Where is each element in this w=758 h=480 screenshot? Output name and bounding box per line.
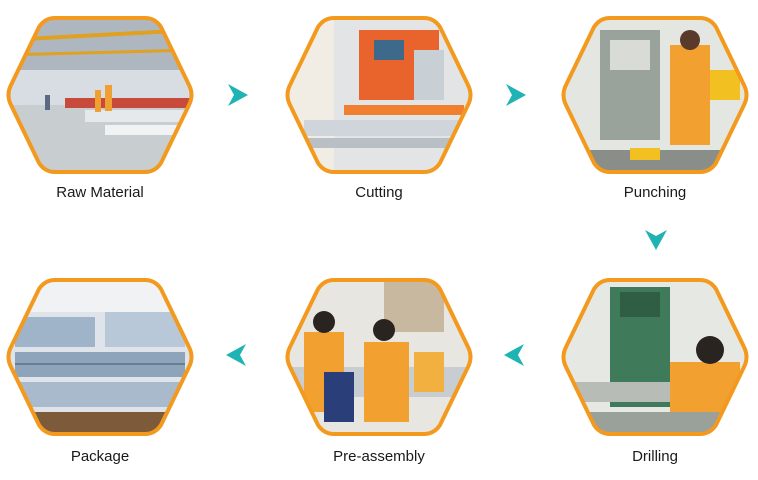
- step-punching: Punching: [560, 10, 750, 180]
- arrow-left-icon: [222, 340, 252, 370]
- step-label: Package: [5, 448, 195, 465]
- drilling-machine-photo: [560, 272, 750, 442]
- step-cutting: Cutting: [284, 10, 474, 180]
- step-pre-assembly: Pre-assembly: [284, 272, 474, 442]
- punching-press-photo: [560, 10, 750, 180]
- cutting-machine-photo: [284, 10, 474, 180]
- step-drilling: Drilling: [560, 272, 750, 442]
- arrow-left-icon: [500, 340, 530, 370]
- step-label: Raw Material: [5, 184, 195, 201]
- factory-floor-photo: [5, 10, 195, 180]
- arrow-right-icon: [500, 80, 530, 110]
- step-label: Drilling: [560, 448, 750, 465]
- step-label: Punching: [560, 184, 750, 201]
- step-package: Package: [5, 272, 195, 442]
- step-label: Cutting: [284, 184, 474, 201]
- packaged-profiles-photo: [5, 272, 195, 442]
- step-raw-material: Raw Material: [5, 10, 195, 180]
- step-label: Pre-assembly: [284, 448, 474, 465]
- arrow-down-icon: [641, 224, 671, 254]
- assembly-workers-photo: [284, 272, 474, 442]
- arrow-right-icon: [222, 80, 252, 110]
